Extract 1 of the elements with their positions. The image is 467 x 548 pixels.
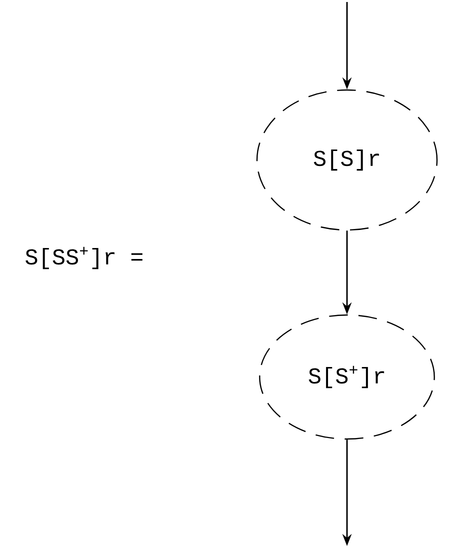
equation-label: S[SS$^{+}$]r = <box>26 246 142 270</box>
